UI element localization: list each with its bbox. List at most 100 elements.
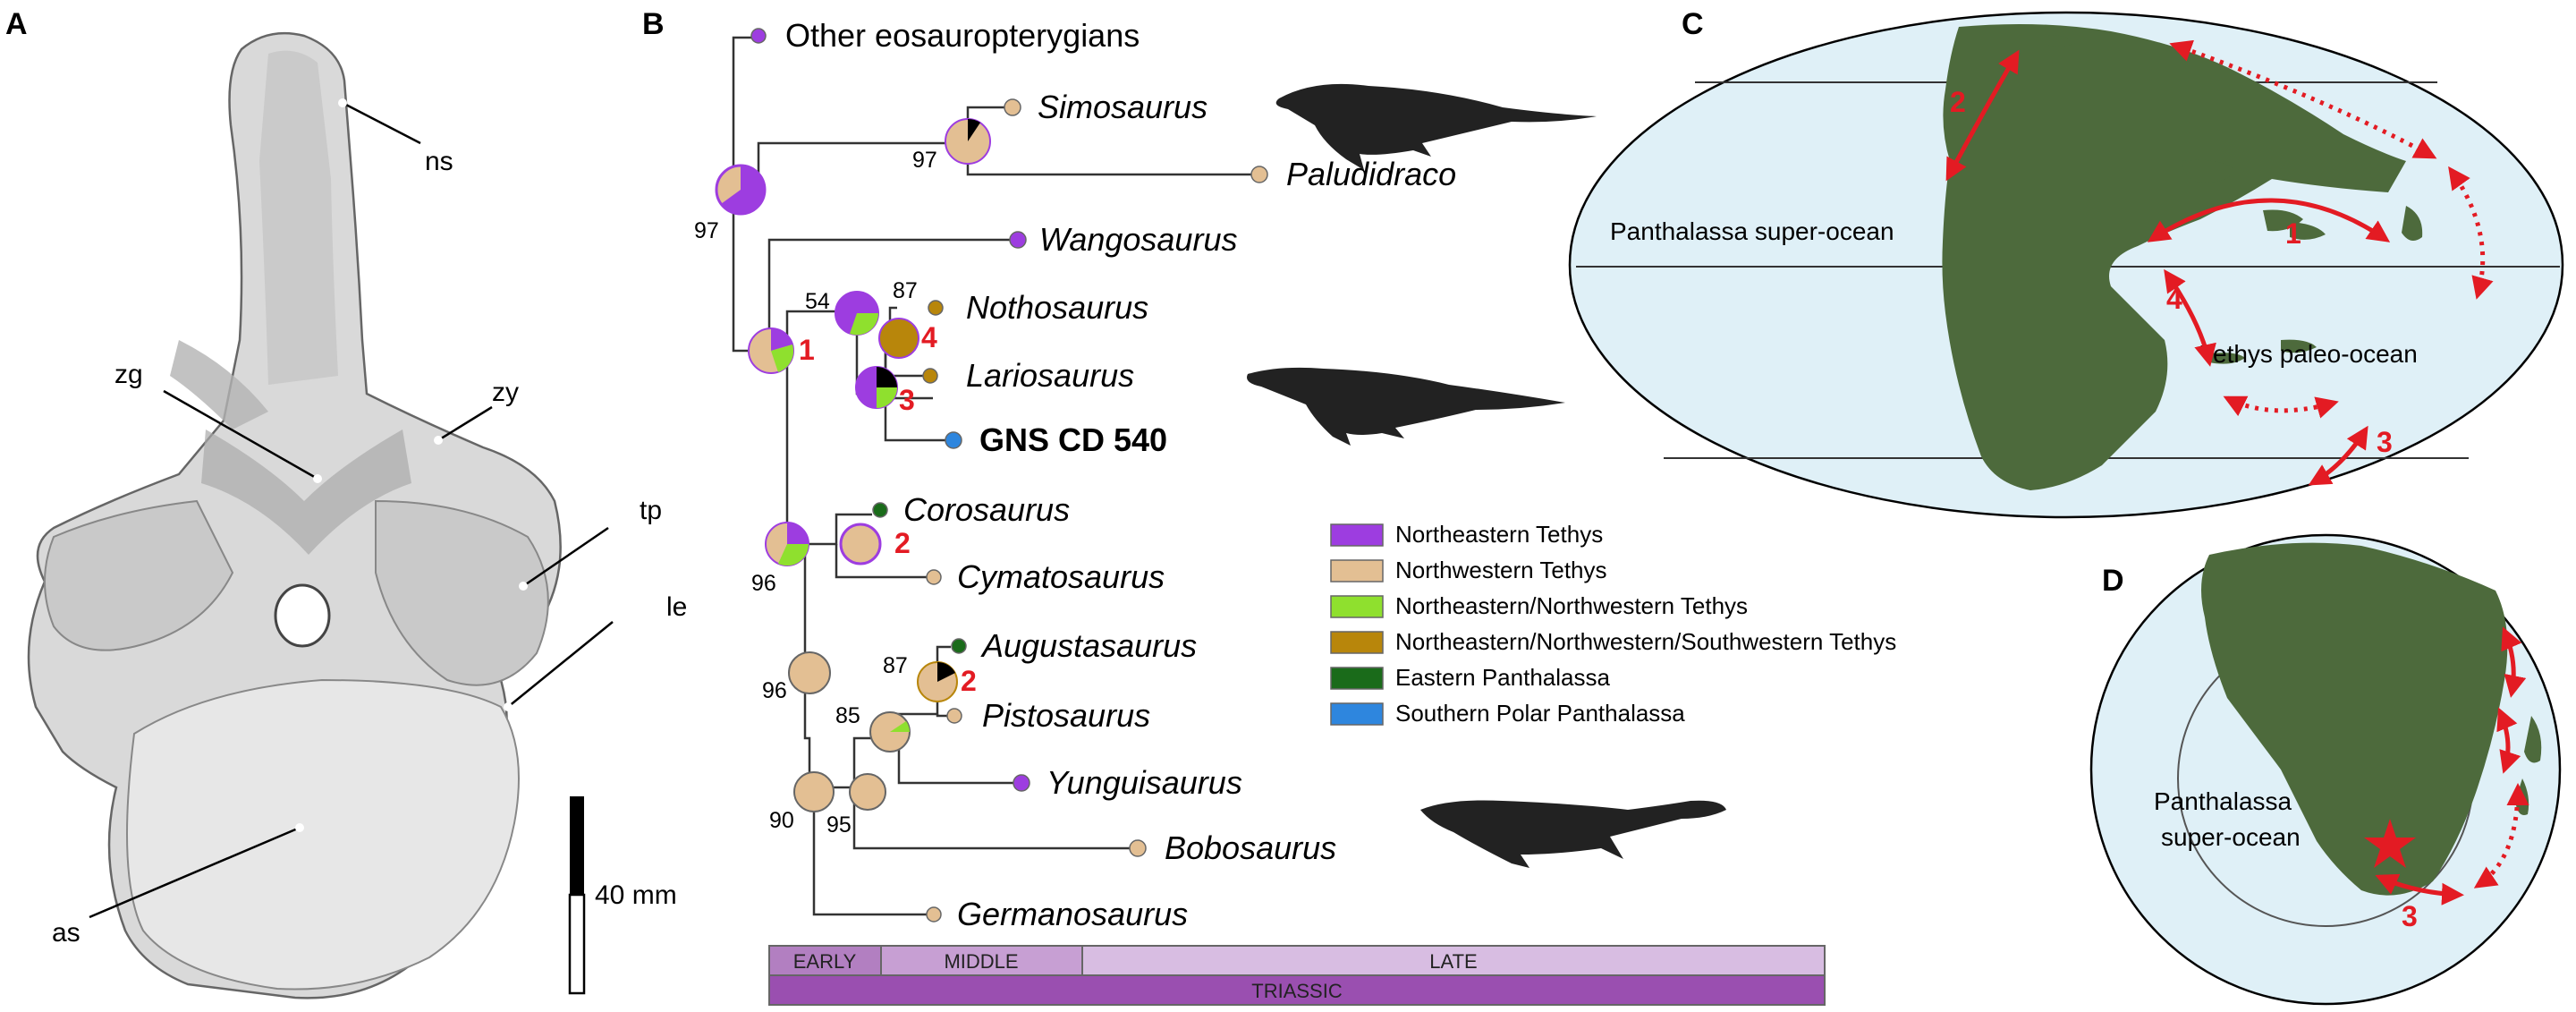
event-three: 3 [899,384,915,416]
panel-c: C Panthalassa super-ocean Tethys paleo-o… [1568,7,2564,519]
plesiosaur-silhouettes [1247,83,1726,868]
taxon-cymatosaurus: Cymatosaurus [957,558,1165,595]
label-zy: zy [492,378,519,407]
panel-d-letter: D [2102,564,2124,598]
panel-d: D Panthalassa super-ocean 3 [2089,533,2562,1006]
scale-bar-label: 40 mm [595,880,677,910]
svg-text:Southern Polar Panthalassa: Southern Polar Panthalassa [1395,700,1685,727]
legend-item-ne-nw-tethys: Northeastern/Northwestern Tethys [1330,592,1748,619]
svg-text:Northeastern/Northwestern/Sout: Northeastern/Northwestern/Southwestern T… [1395,628,1896,655]
polar-route-three [2375,873,2464,906]
taxon-wangosaurus: Wangosaurus [1039,221,1237,258]
node-eventfour [878,318,919,359]
route-one-arrow [2147,198,2391,242]
route-four-arrow [2164,268,2216,367]
legend-item-eastern-panthalassa: Eastern Panthalassa [1330,664,1610,691]
support-base-b: 95 [826,812,852,838]
silhouette-bobosaurus [1420,800,1726,868]
silhouette-lariosaurus [1247,367,1565,446]
support-augustasaurus-a: 96 [762,678,787,703]
taxon-corosaurus: Corosaurus [903,491,1070,528]
label-tp: tp [640,496,662,525]
taxon-other-eosauropterygians: Other eosauropterygians [785,17,1140,54]
dispersal-routes-d [2375,626,2529,906]
panel-a: A [5,7,687,999]
taxon-germanosaurus: Germanosaurus [957,896,1188,932]
panel-b: B [642,7,1896,1006]
epoch-middle: MIDDLE [944,950,1018,973]
silhouette-simosaurus [1275,83,1597,170]
node-eventtwo-a [839,523,882,566]
vertebra-specimen [27,31,562,999]
route-label-one: 1 [2285,217,2301,250]
period-triassic: TRIASSIC [1251,980,1343,1002]
panel-c-letter: C [1682,7,1704,41]
leader-lines [89,101,614,919]
epoch-early: EARLY [793,950,857,973]
scale-bar: 40 mm [568,796,677,995]
label-le: le [666,592,687,622]
taxon-gns-cd-540: GNS CD 540 [979,421,1167,458]
support-pistosaurus: 85 [835,703,860,728]
route-label-two: 2 [1950,86,1966,118]
event-one: 1 [799,334,815,366]
support-corosaurus: 96 [751,571,776,596]
label-ns: ns [425,147,453,176]
legend-item-ne-nw-sw-tethys: Northeastern/Northwestern/Southwestern T… [1330,628,1896,655]
taxon-pistosaurus: Pistosaurus [982,697,1150,734]
support-root: 97 [694,218,719,243]
route-label-three: 3 [2377,426,2393,458]
event-two-b: 2 [961,665,977,697]
epoch-late: LATE [1429,950,1477,973]
svg-text:Northeastern Tethys: Northeastern Tethys [1395,521,1603,548]
node-base [793,771,835,812]
taxon-augustasaurus: Augustasaurus [980,627,1197,664]
route-dotted-south [2223,395,2339,419]
legend-item-northeastern-tethys: Northeastern Tethys [1330,521,1603,548]
region-legend: Northeastern Tethys Northwestern Tethys … [1330,521,1896,727]
ancestral-state-nodes [715,118,991,812]
support-simosaurus: 97 [912,148,937,173]
route-label-four: 4 [2166,283,2182,315]
taxon-paludidraco: Paludidraco [1286,156,1456,192]
polar-ocean-label-1: Panthalassa [2154,787,2292,815]
tip-dots [750,28,1268,923]
taxon-nothosaurus: Nothosaurus [966,289,1148,326]
legend-item-northwestern-tethys: Northwestern Tethys [1330,557,1607,583]
support-nothosaurus-b: 87 [893,278,918,303]
svg-text:Northwestern Tethys: Northwestern Tethys [1395,557,1607,583]
polar-ocean-label-2: super-ocean [2161,823,2301,851]
route-three-arrow [2308,425,2368,486]
geologic-timescale: EARLY MIDDLE LATE TRIASSIC [768,945,1826,1006]
support-nothosaurus-a: 54 [805,289,830,314]
taxon-simosaurus: Simosaurus [1038,89,1208,125]
taxon-lariosaurus: Lariosaurus [966,357,1134,394]
event-two-a: 2 [894,527,911,559]
panel-b-letter: B [642,7,665,41]
gns-locality-star-icon [2364,819,2416,868]
label-zg: zg [114,360,143,389]
route-dotted-east [2448,166,2494,300]
taxon-bobosaurus: Bobosaurus [1165,829,1336,866]
node-yunguisaurus [849,773,886,811]
taxon-yunguisaurus: Yunguisaurus [1046,764,1242,801]
dispersal-routes-c [1945,39,2494,486]
panel-a-letter: A [5,7,28,41]
polar-route-north [2501,626,2527,698]
polar-route-middle [2496,707,2521,774]
svg-text:Northeastern/Northwestern Teth: Northeastern/Northwestern Tethys [1395,592,1748,619]
polar-route-dotted [2473,783,2529,889]
node-pistosaur-a [788,651,831,694]
event-four: 4 [921,321,937,353]
svg-text:Eastern Panthalassa: Eastern Panthalassa [1395,664,1610,691]
ocean-label-panthalassa: Panthalassa super-ocean [1610,217,1894,245]
ocean-label-tethys: Tethys paleo-ocean [2200,340,2418,368]
legend-item-southern-polar-panthalassa: Southern Polar Panthalassa [1330,700,1685,727]
route-two-arrow [1945,49,2020,182]
support-augustasaurus-b: 87 [883,653,908,678]
route-dotted-north [2169,39,2437,159]
support-base-a: 90 [769,808,794,833]
label-as: as [52,918,80,948]
polar-route-label-three: 3 [2402,900,2418,932]
